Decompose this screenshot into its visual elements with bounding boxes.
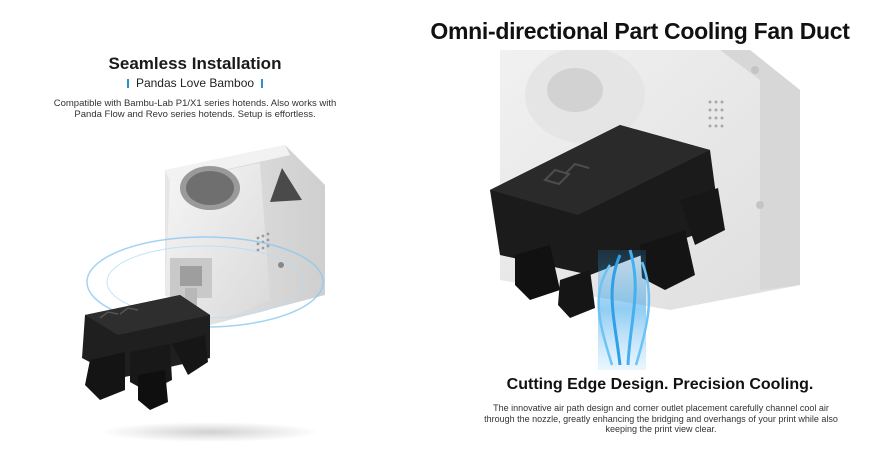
right-title: Omni-directional Part Cooling Fan Duct <box>430 18 850 44</box>
fan-duct-image <box>490 50 800 370</box>
left-description: Compatible with Bambu-Lab P1/X1 series h… <box>53 98 337 120</box>
airflow-icon <box>597 249 651 370</box>
accent-tick-right <box>261 79 264 88</box>
right-heading: Cutting Edge Design. Precision Cooling. <box>506 376 814 393</box>
right-description: The innovative air path design and corne… <box>484 403 838 434</box>
left-subtitle-text: Pandas Love Bamboo <box>135 76 255 90</box>
left-subtitle: Pandas Love Bamboo <box>60 76 330 90</box>
left-title: Seamless Installation <box>108 54 282 73</box>
accent-tick-left <box>126 79 129 88</box>
hotend-assembly-image <box>82 145 325 442</box>
